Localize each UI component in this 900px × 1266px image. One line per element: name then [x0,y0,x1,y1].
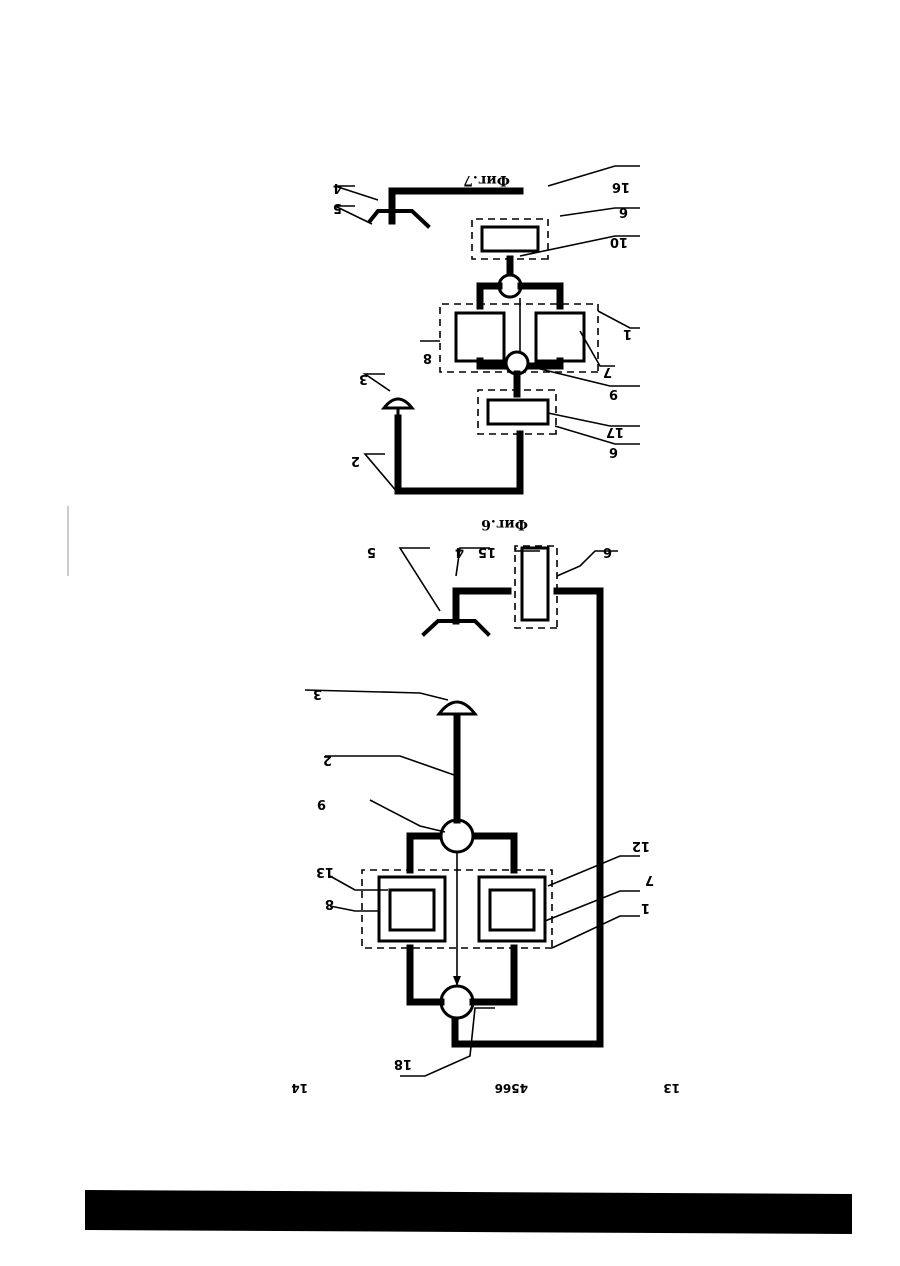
f7-block-16 [482,227,538,251]
f6-label-12: 12 [632,838,650,853]
f6-branch-18-left [473,948,514,1002]
f6-return-line [455,591,600,1044]
f6-label-2: 2 [323,752,332,767]
f6-label-1: 1 [641,900,650,915]
f6-label-18: 18 [394,1056,412,1071]
f7-label-3: 3 [359,371,368,386]
f7-label-2: 2 [351,453,360,468]
f6-label-15: 15 [478,544,496,559]
f6-combiner-18 [441,986,473,1018]
f6-leader-1 [552,916,640,948]
f6-leader-5 [400,548,440,611]
f6-block-15 [522,548,548,620]
f6-leader-8 [330,906,379,911]
f6-label-9: 9 [317,796,326,811]
f7-split-right [480,286,499,306]
f6-branch-18-right [410,948,441,1002]
f6-branch-9-right [410,836,441,870]
figure-7 [335,166,640,493]
f6-combiner-9 [441,820,473,852]
f7-label-6-top: 6 [619,204,628,219]
f6-label-4: 4 [455,544,464,559]
f6-label-13: 13 [316,864,334,879]
f6-antenna-3 [439,702,475,714]
f6-label-6: 6 [603,544,612,559]
f6-caption: Фиг.6 [481,516,528,532]
f7-label-10: 10 [610,234,628,249]
f6-leader-9 [370,800,445,832]
f6-block-12 [490,890,534,930]
f7-block-7 [536,313,584,361]
f6-leader-3 [305,690,448,700]
f6-leader-2 [325,756,457,776]
f7-feed-line-4 [392,191,520,221]
f7-label-1: 1 [623,326,632,341]
figure-6 [305,546,640,1076]
scan-edge-band [85,1190,852,1234]
f7-label-17: 17 [606,424,624,439]
f7-leader-17 [548,413,640,426]
f7-leader-6b [555,426,640,444]
f6-branch-9-left [473,836,514,870]
f7-caption: Фиг.7 [463,172,510,188]
f7-block-8 [456,313,504,361]
f7-leader-2 [365,454,398,493]
f6-leader-12 [548,856,640,886]
f7-leader-1 [598,311,640,328]
f7-label-8: 8 [423,350,432,365]
f7-label-6-bottom: 6 [609,444,618,459]
f7-antenna-5 [370,211,428,226]
f6-block-13 [390,890,434,930]
f7-label-7: 7 [603,364,612,379]
page-number-right: 14 [291,1081,308,1095]
page-number-left: 13 [663,1081,680,1095]
f6-label-8: 8 [325,896,334,911]
f7-label-9: 9 [609,386,618,401]
f6-feed-line-4 [456,591,508,621]
page-number-center: 4566 [495,1081,528,1095]
f7-label-16: 16 [612,179,630,194]
f7-label-4: 4 [333,180,342,195]
f6-label-5: 5 [367,544,376,559]
f7-feed-line-2 [398,418,520,491]
f6-label-7: 7 [645,872,654,887]
f6-label-3: 3 [313,686,322,701]
f6-center-arrow [453,976,461,986]
f7-block-17 [488,400,548,424]
f7-split-left [521,286,560,306]
f7-label-5: 5 [333,200,342,215]
